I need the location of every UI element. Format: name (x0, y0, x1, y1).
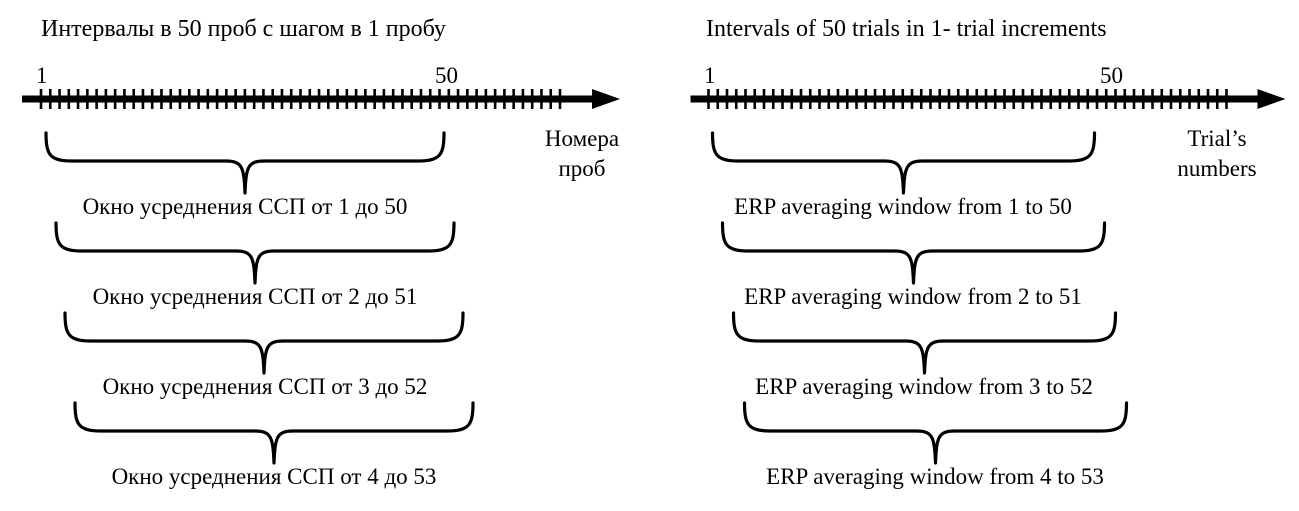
window-label: ERP averaging window from 3 to 52 (755, 374, 1093, 399)
axis-caption-line1: Trial’s (1187, 126, 1247, 151)
axis-caption-line1: Номера (544, 126, 620, 151)
window-label: Окно усреднения ССП от 1 до 50 (82, 194, 408, 219)
window-brace (73, 401, 475, 465)
panel-title: Intervals of 50 trials in 1- trial incre… (706, 16, 1107, 42)
window-label: ERP averaging window from 1 to 50 (734, 194, 1072, 219)
window-brace (44, 131, 446, 195)
axis-end-label: 50 (435, 63, 458, 88)
panel-left-russian: Интервалы в 50 проб с шагом в 1 пробу 1 … (22, 16, 642, 489)
window-label: Окно усреднения ССП от 2 до 51 (92, 284, 418, 309)
axis-start-label: 1 (36, 63, 48, 88)
axis-caption: Номера проб (522, 124, 642, 184)
axis-caption-line2: проб (558, 156, 606, 181)
axis-caption-line2: numbers (1177, 156, 1257, 181)
axis-end-label: 50 (1100, 63, 1123, 88)
window-label: Окно усреднения ССП от 4 до 53 (111, 464, 437, 489)
axis-caption: Trial’s numbers (1142, 124, 1292, 184)
window-brace (710, 131, 1097, 195)
axis-arrow-icon (592, 89, 620, 109)
axis-start-label: 1 (704, 63, 716, 88)
axis-arrow-icon (1257, 89, 1286, 109)
averaging-window-braces (710, 131, 1129, 465)
number-line-axis (690, 89, 1286, 109)
panel-title: Интервалы в 50 проб с шагом в 1 пробу (41, 16, 446, 42)
panel-right-english: Intervals of 50 trials in 1- trial incre… (650, 0, 1299, 511)
window-brace (54, 221, 456, 285)
window-brace (720, 221, 1107, 285)
window-brace (731, 311, 1118, 375)
window-brace (742, 401, 1129, 465)
averaging-window-braces (44, 131, 475, 465)
window-brace (63, 311, 465, 375)
window-label: ERP averaging window from 2 to 51 (744, 284, 1082, 309)
number-line-axis (22, 89, 620, 109)
window-label: Окно усреднения ССП от 3 до 52 (102, 374, 428, 399)
window-label: ERP averaging window from 4 to 53 (766, 464, 1104, 489)
